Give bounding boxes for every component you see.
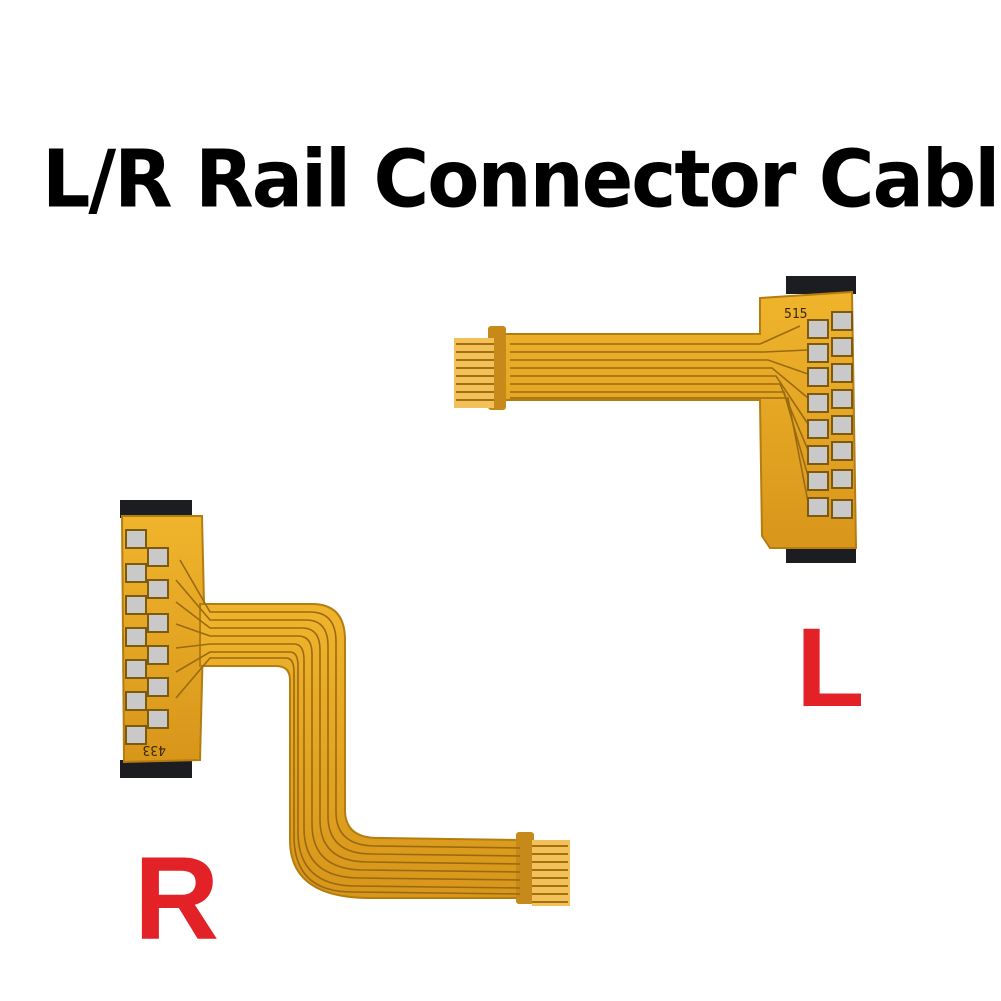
page-title: L/R Rail Connector Cable (42, 132, 1001, 226)
left-connector-bottom (786, 545, 856, 563)
left-finger-contacts (454, 338, 494, 408)
left-cable-code: 515 (784, 307, 807, 322)
left-connector-top (786, 276, 856, 294)
left-cable: 515 (454, 276, 858, 563)
right-cable-code: 433 (143, 742, 166, 757)
right-connector-bottom (120, 760, 192, 778)
right-side-label: R (134, 833, 220, 965)
right-traces (175, 559, 521, 895)
right-cable: 433 (120, 500, 570, 906)
right-finger-contacts (532, 840, 570, 906)
right-flex-body (199, 603, 521, 899)
left-flex-body (499, 290, 858, 549)
left-traces (510, 325, 809, 503)
left-contact-pads (807, 311, 853, 519)
right-connector-top (120, 500, 192, 518)
right-stiffener (516, 832, 534, 904)
left-side-label: L (796, 605, 865, 730)
right-contact-pads (125, 529, 169, 745)
